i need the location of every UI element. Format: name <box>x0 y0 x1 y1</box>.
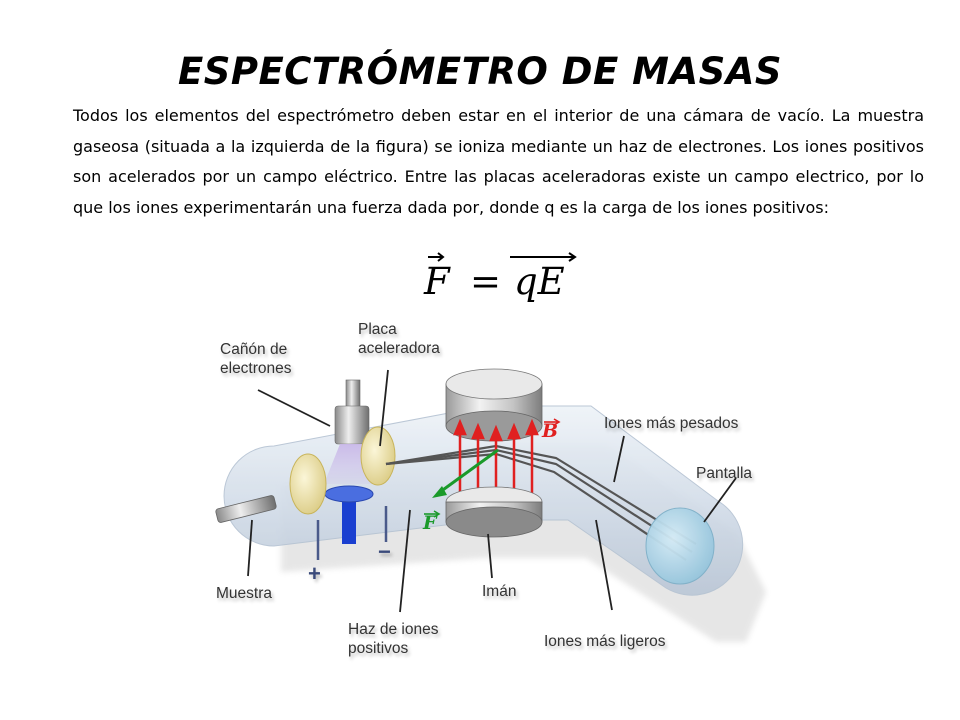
label-lighter-ions: Iones más ligeros <box>544 633 666 650</box>
label-heavier-ions: Iones más pesados <box>604 415 739 432</box>
ion-beam-light <box>385 452 687 561</box>
ion-source-disk <box>324 485 374 503</box>
label-screen: Pantalla <box>696 465 753 482</box>
label-plus-sign: + <box>308 561 321 586</box>
label-sample: Muestra <box>216 585 272 602</box>
intro-paragraph: Todos los elementos del espectrómetro de… <box>73 106 924 217</box>
label-magnet: Imán <box>482 583 517 600</box>
ion-beam-vertical <box>342 496 356 544</box>
sample-rod <box>215 495 277 523</box>
formula-equals: = <box>470 260 502 303</box>
formula-charge-field: qE <box>514 260 565 303</box>
label-accelerating-plate: Placa aceleradora <box>358 320 440 358</box>
label-positive-ion-beam-line2: positivos <box>348 640 409 657</box>
formula-vector-arrows <box>428 252 577 262</box>
leader-lines <box>247 369 737 613</box>
electron-gun-top <box>345 379 361 411</box>
f-vector-arrow <box>424 510 441 518</box>
label-minus-sign: − <box>378 539 391 564</box>
label-electron-gun-line1: Cañón de <box>220 341 288 358</box>
label-accelerating-plate-line2: aceleradora <box>358 340 440 357</box>
ion-beam-heavy <box>385 444 697 545</box>
mass-spectrometer-diagram: Cañón de electrones Placa aceleradora Io… <box>196 306 796 678</box>
label-b-vector-text: B <box>542 420 559 442</box>
b-vector-arrow <box>544 418 561 426</box>
label-f-vector: F <box>423 510 441 534</box>
detector-screen <box>645 507 715 585</box>
label-electron-gun: Cañón de electrones <box>220 340 292 378</box>
electron-gun-body <box>334 405 370 445</box>
magnet-top-cap <box>445 368 543 400</box>
page-title: ESPECTRÓMETRO DE MASAS <box>177 50 783 93</box>
accelerating-plate-left <box>289 453 327 515</box>
label-positive-ion-beam: Haz de iones positivos <box>348 620 438 658</box>
label-electron-gun-line2: electrones <box>220 360 292 377</box>
formula-force: F <box>424 260 450 303</box>
label-f-vector-text: F <box>423 512 437 534</box>
force-arrow <box>439 448 499 494</box>
label-b-vector: B <box>542 418 561 442</box>
lorentz-formula: F = qE <box>414 252 594 304</box>
ion-beam-medium <box>385 448 693 553</box>
spectrometer-illustration <box>215 368 766 642</box>
label-positive-ion-beam-line1: Haz de iones <box>348 621 439 638</box>
force-arrowhead <box>432 486 447 498</box>
label-accelerating-plate-line1: Placa <box>358 321 397 338</box>
accelerating-plate-right <box>360 426 396 486</box>
magnet-bottom-cap <box>445 506 543 538</box>
